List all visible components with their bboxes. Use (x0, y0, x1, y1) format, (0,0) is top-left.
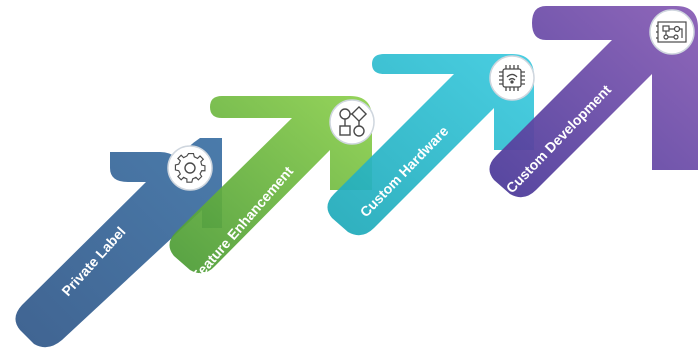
flowchart-icon (329, 99, 375, 145)
arrow-shape (169, 96, 372, 274)
arrow-shape (489, 6, 698, 198)
chip-icon (489, 55, 535, 101)
arrow-shape (15, 138, 223, 348)
circuit-board-icon (649, 9, 695, 55)
gear-icon (167, 145, 213, 191)
arrow-shape (327, 54, 534, 236)
